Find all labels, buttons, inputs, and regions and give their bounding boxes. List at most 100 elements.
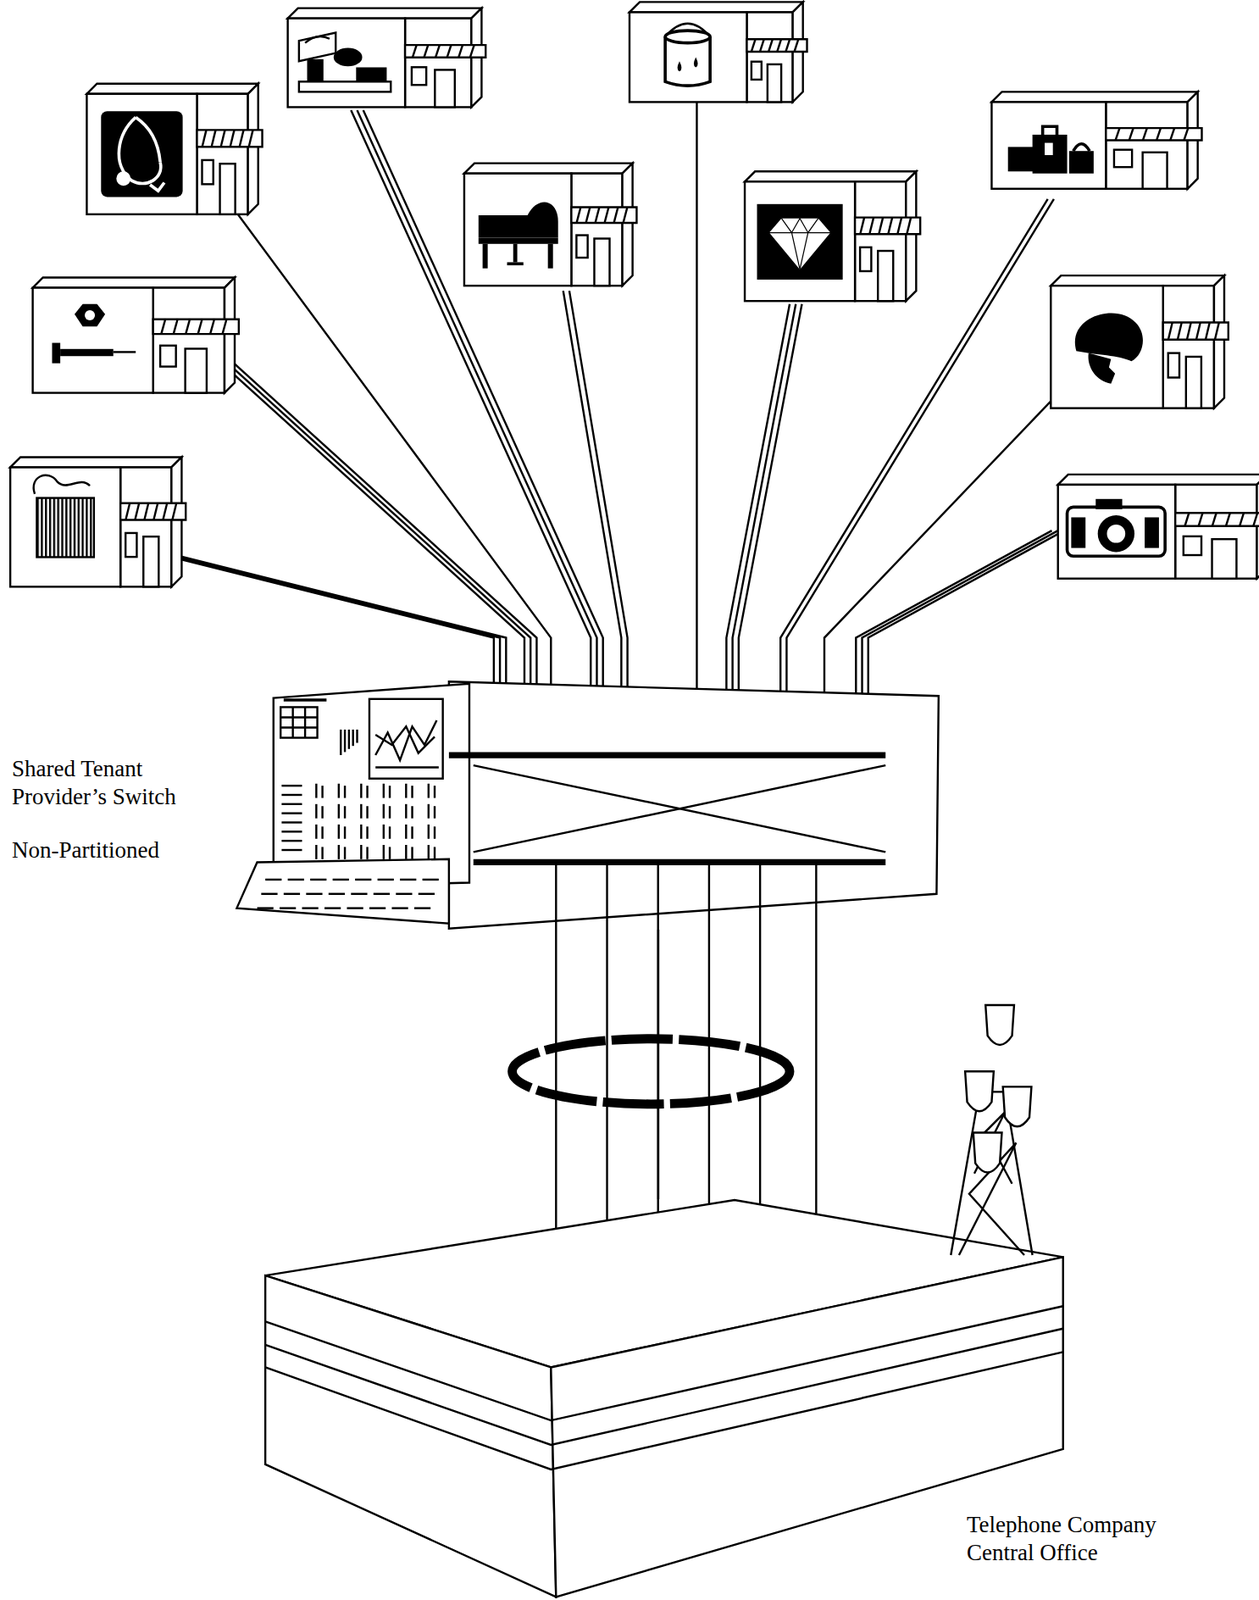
awning-stripe	[794, 38, 799, 52]
panel-mark	[281, 803, 302, 805]
hat-icon	[1075, 312, 1143, 361]
panel-switch	[388, 805, 391, 818]
awning-stripe	[211, 129, 217, 147]
switch-cabinet	[273, 683, 470, 888]
central-office-building	[265, 1351, 1064, 1469]
key-row	[332, 878, 350, 881]
shop-side	[1105, 101, 1187, 189]
panel-switch	[338, 783, 340, 799]
stethoscope-icon	[116, 171, 131, 186]
shop-window	[125, 532, 137, 557]
shop-roof	[288, 8, 483, 19]
key-row	[310, 878, 327, 881]
central-office-node: Telephone Company Central Office	[265, 1198, 1248, 1596]
panel-switch	[360, 844, 362, 860]
shop-side	[1175, 484, 1257, 579]
luggage-icon	[1008, 126, 1094, 173]
stethoscope-icon	[149, 183, 165, 192]
shop-door	[143, 536, 159, 587]
switch-cabinet	[375, 726, 435, 753]
diamond-icon	[769, 218, 831, 270]
bolt-icon	[84, 310, 95, 321]
shop-door	[1186, 356, 1202, 409]
panel-switch	[366, 846, 368, 859]
panel-switch	[404, 824, 407, 839]
switch-cabinet	[283, 698, 328, 702]
panel-switch	[382, 824, 385, 839]
bolt-icon	[60, 349, 114, 356]
diamond-icon	[769, 218, 831, 270]
shop-door	[877, 250, 893, 301]
shop-door	[1212, 538, 1237, 579]
luggage-icon	[1008, 146, 1035, 172]
key-row	[288, 878, 305, 881]
panel-switch	[404, 844, 407, 860]
switch-cabinet	[375, 765, 439, 768]
camera-icon	[1095, 499, 1122, 510]
key-row	[346, 906, 363, 909]
key-row	[301, 906, 318, 909]
shop-awning	[1163, 321, 1229, 339]
trunk-connector	[657, 929, 660, 1199]
piano-icon	[478, 238, 559, 245]
shop-awning	[1175, 512, 1259, 527]
key-row	[305, 892, 322, 895]
shop-awning	[571, 206, 637, 223]
panel-mark	[281, 830, 302, 832]
switch-cabinet	[449, 751, 886, 758]
key-row	[328, 892, 345, 895]
shop-awning	[120, 503, 186, 521]
key-row	[422, 878, 439, 881]
shop-awning	[854, 217, 921, 235]
horn-antenna	[965, 1070, 994, 1111]
paint-can-icon	[665, 23, 710, 38]
awning-stripe	[230, 129, 235, 147]
radio-tower	[950, 1004, 1032, 1255]
shop-side	[571, 173, 622, 286]
awning-stripe	[470, 44, 475, 58]
switch-cabinet	[473, 765, 886, 852]
panel-switch	[338, 824, 340, 839]
paint-can-icon	[677, 56, 699, 72]
shop-front	[744, 181, 855, 301]
panel-switch	[427, 804, 430, 819]
panel-switch	[321, 846, 323, 859]
shop-window	[160, 345, 177, 367]
panel-switch	[404, 804, 407, 819]
luggage-icon	[1069, 150, 1094, 173]
switch-cabinet	[280, 706, 317, 738]
awning-stripe	[458, 44, 463, 58]
switch-node: Shared Tenant Provider’s SwitchNon-Parti…	[11, 683, 941, 930]
awning-stripe	[614, 206, 619, 223]
panel-switch	[388, 826, 391, 838]
awning-stripe	[239, 129, 245, 147]
bolt-icon	[51, 304, 136, 364]
awning-stripe	[210, 319, 215, 334]
panel-mark	[281, 793, 302, 796]
camera-icon	[1105, 523, 1126, 544]
hat-icon	[1064, 305, 1150, 388]
awning-stripe	[604, 206, 610, 223]
camera-icon	[1067, 499, 1166, 556]
piano-icon	[478, 201, 559, 268]
shop-roof	[991, 91, 1198, 102]
key-row	[399, 878, 416, 881]
switch-cabinet	[473, 859, 886, 866]
panel-switch	[382, 783, 385, 799]
cable-ring	[512, 1038, 791, 1104]
shop-awning	[153, 319, 239, 334]
awning-stripe	[162, 503, 167, 521]
awning-stripe	[185, 319, 190, 334]
panel-mark	[355, 729, 358, 744]
panel-switch	[410, 785, 413, 798]
shop-window	[751, 61, 762, 80]
shop-roof	[86, 83, 258, 95]
awning-stripe	[1225, 512, 1231, 527]
shop-awning	[1105, 127, 1202, 140]
spool-icon	[36, 498, 94, 558]
shop-door	[220, 163, 236, 215]
key-row	[350, 892, 367, 895]
awning-stripe	[1177, 321, 1182, 339]
panel-switch	[338, 844, 340, 860]
